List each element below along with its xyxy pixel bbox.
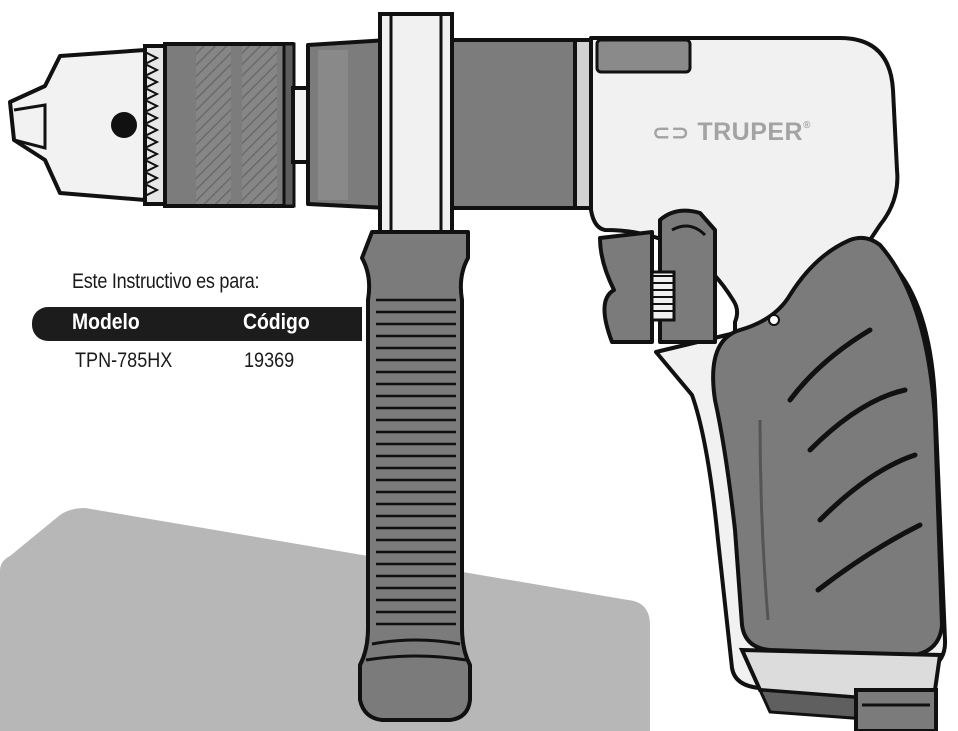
trigger	[598, 208, 717, 344]
truper-logo-mark-icon: ⊂⊃	[652, 120, 690, 145]
cell-code: 19369	[244, 349, 295, 372]
screw-hole-icon	[768, 314, 780, 326]
side-handle	[358, 12, 472, 722]
column-header-modelo: Modelo	[72, 309, 140, 334]
truper-logo: ⊂⊃ TRUPER®	[652, 118, 811, 147]
intro-text: Este Instructivo es para:	[72, 270, 260, 293]
registered-mark: ®	[803, 120, 811, 131]
drill-chuck	[8, 42, 311, 208]
cell-model: TPN-785HX	[75, 349, 173, 372]
drill-housing	[306, 36, 948, 731]
column-header-codigo: Código	[243, 309, 310, 334]
chuck-key-hole-icon	[111, 112, 137, 138]
brand-text: TRUPER	[697, 118, 804, 146]
background-panel	[0, 508, 650, 731]
table-header-bar	[32, 307, 362, 341]
